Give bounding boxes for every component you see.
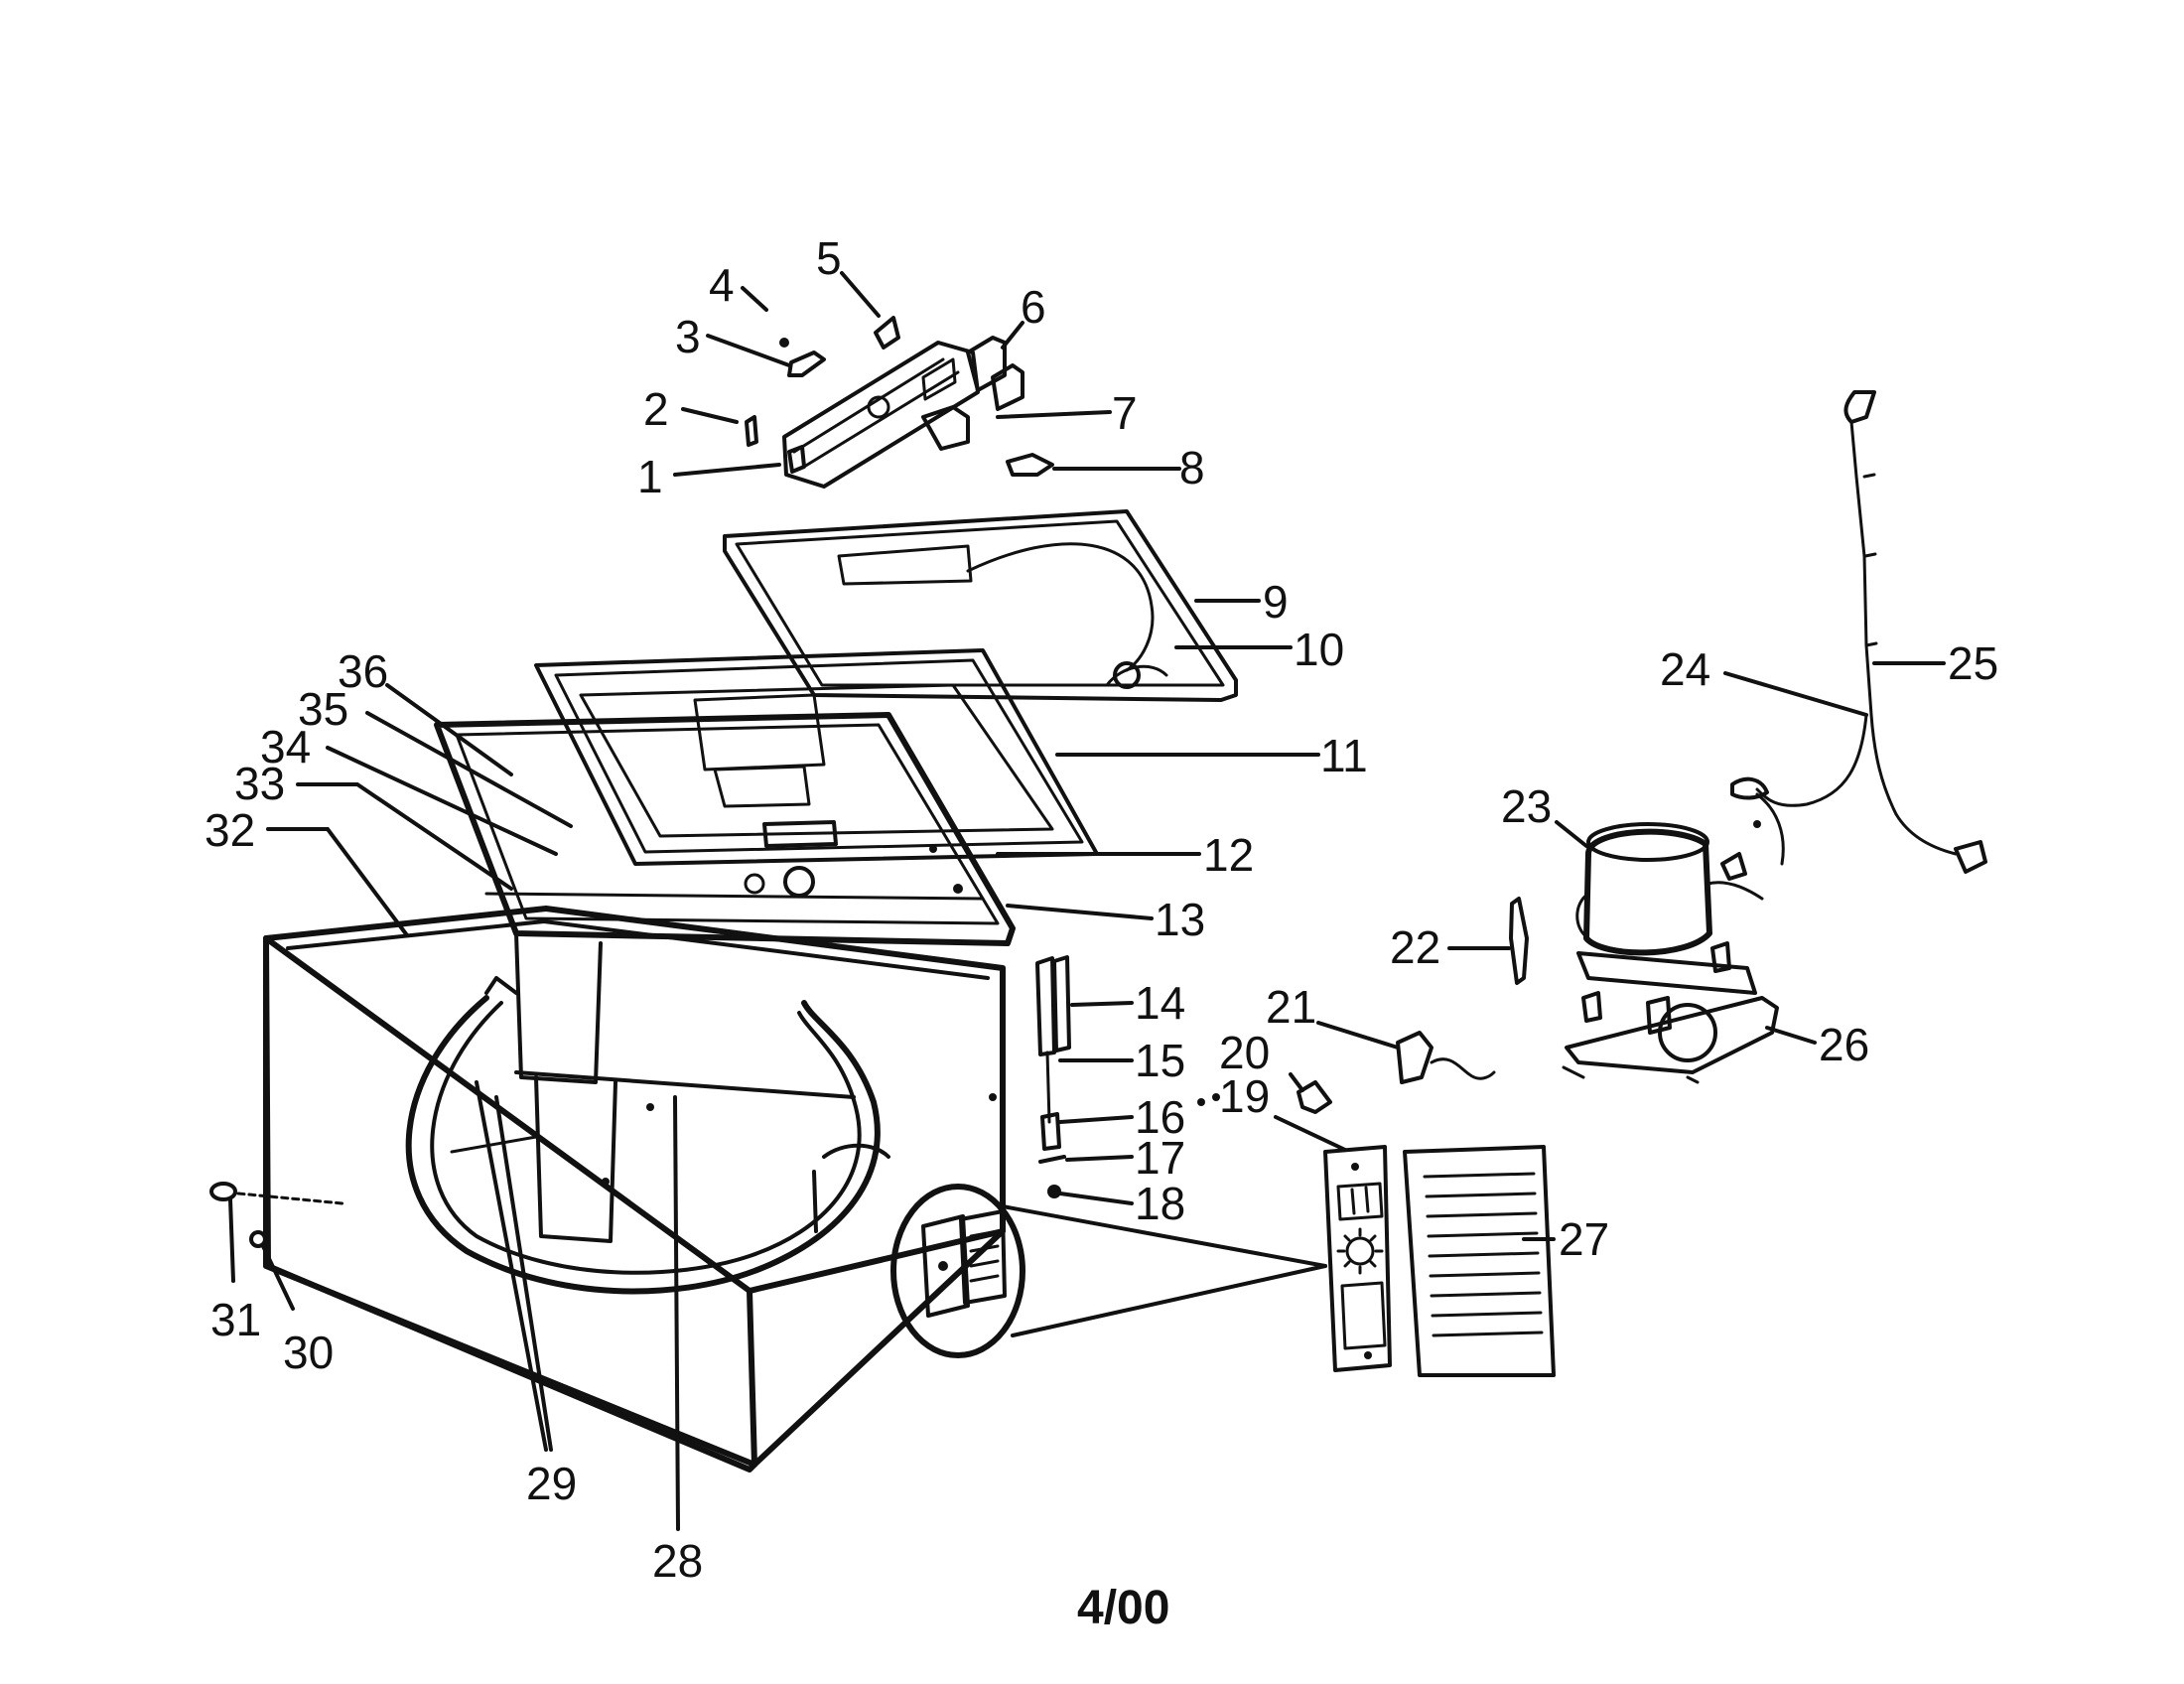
callout-4: 4 bbox=[709, 259, 735, 311]
callout-17: 17 bbox=[1135, 1132, 1185, 1184]
louvered-cover bbox=[1403, 1145, 1556, 1377]
side-hardware-group bbox=[209, 1182, 344, 1248]
control-housing-group bbox=[745, 316, 1054, 489]
callout-19: 19 bbox=[1219, 1070, 1270, 1122]
freezer-cabinet-group bbox=[263, 906, 1006, 1473]
callout-35: 35 bbox=[298, 683, 348, 735]
callout-30: 30 bbox=[283, 1327, 334, 1378]
callout-labels: 1 2 3 4 5 6 7 8 9 10 11 12 13 14 15 16 1… bbox=[205, 232, 1998, 1587]
electrical-parts-group bbox=[1197, 1031, 1496, 1114]
callout-8: 8 bbox=[1179, 442, 1205, 493]
callout-27: 27 bbox=[1559, 1213, 1609, 1265]
callout-23: 23 bbox=[1501, 780, 1552, 832]
callout-1: 1 bbox=[637, 451, 663, 502]
callout-25: 25 bbox=[1948, 637, 1998, 689]
callout-21: 21 bbox=[1266, 981, 1316, 1033]
callout-20: 20 bbox=[1219, 1027, 1270, 1078]
callout-16: 16 bbox=[1135, 1091, 1185, 1143]
diagram-date-code: 4/00 bbox=[1077, 1582, 1169, 1634]
power-cord-group bbox=[1730, 390, 1987, 874]
callout-32: 32 bbox=[205, 804, 255, 856]
callout-36: 36 bbox=[338, 645, 388, 697]
callout-18: 18 bbox=[1135, 1178, 1185, 1229]
callout-12: 12 bbox=[1203, 829, 1254, 881]
callout-34: 34 bbox=[260, 721, 311, 772]
callout-11: 11 bbox=[1320, 730, 1368, 781]
callout-26: 26 bbox=[1819, 1019, 1869, 1070]
callout-24: 24 bbox=[1660, 643, 1710, 695]
callout-5: 5 bbox=[816, 232, 842, 284]
callout-28: 28 bbox=[652, 1535, 703, 1587]
callout-29: 29 bbox=[526, 1458, 577, 1509]
callout-33: 33 bbox=[234, 758, 285, 809]
control-panel-magnifier-group bbox=[890, 1184, 1327, 1358]
thermostat-parts-group bbox=[1035, 955, 1071, 1198]
callout-10: 10 bbox=[1294, 624, 1344, 675]
callout-6: 6 bbox=[1021, 281, 1046, 333]
lid-frame-group bbox=[434, 712, 1016, 946]
callout-2: 2 bbox=[643, 383, 669, 435]
compressor-group bbox=[1509, 822, 1779, 1084]
callout-9: 9 bbox=[1263, 576, 1289, 628]
callout-31: 31 bbox=[210, 1294, 261, 1345]
callout-15: 15 bbox=[1135, 1035, 1185, 1086]
callout-14: 14 bbox=[1135, 977, 1185, 1029]
control-panel-face bbox=[1323, 1145, 1392, 1372]
callout-22: 22 bbox=[1390, 921, 1440, 973]
leader-lines bbox=[228, 271, 1946, 1531]
lid-gasket-group bbox=[534, 648, 1099, 866]
lid-liner-group bbox=[723, 509, 1238, 702]
callout-13: 13 bbox=[1155, 894, 1205, 945]
callout-7: 7 bbox=[1112, 387, 1138, 439]
callout-3: 3 bbox=[675, 311, 701, 362]
